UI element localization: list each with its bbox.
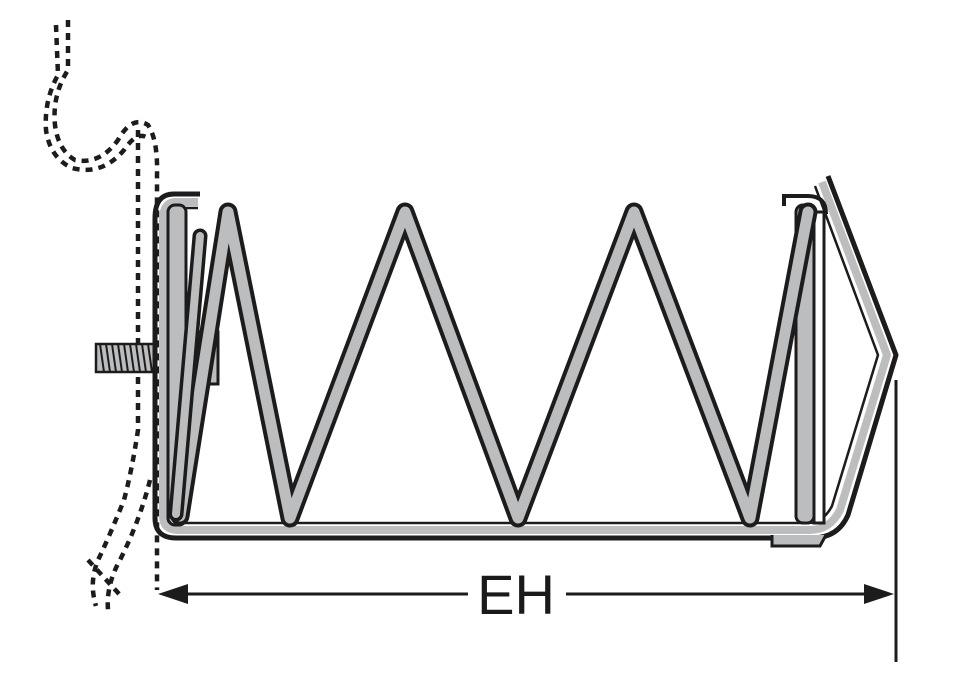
zigzag-spring bbox=[170, 202, 818, 528]
left-post-strand bbox=[168, 228, 208, 522]
bracket-wire-body bbox=[159, 180, 891, 534]
arrowhead-left bbox=[158, 584, 188, 604]
dimension-arrow bbox=[158, 584, 894, 604]
beam-flange-outline bbox=[43, 20, 160, 611]
dimension-label: EH bbox=[477, 563, 555, 626]
right-top-hook bbox=[782, 194, 828, 215]
bracket-outer-outline bbox=[152, 175, 899, 541]
bracket-lower-flange bbox=[770, 534, 828, 548]
threaded-rod bbox=[94, 342, 156, 374]
arrowhead-right bbox=[864, 584, 894, 604]
